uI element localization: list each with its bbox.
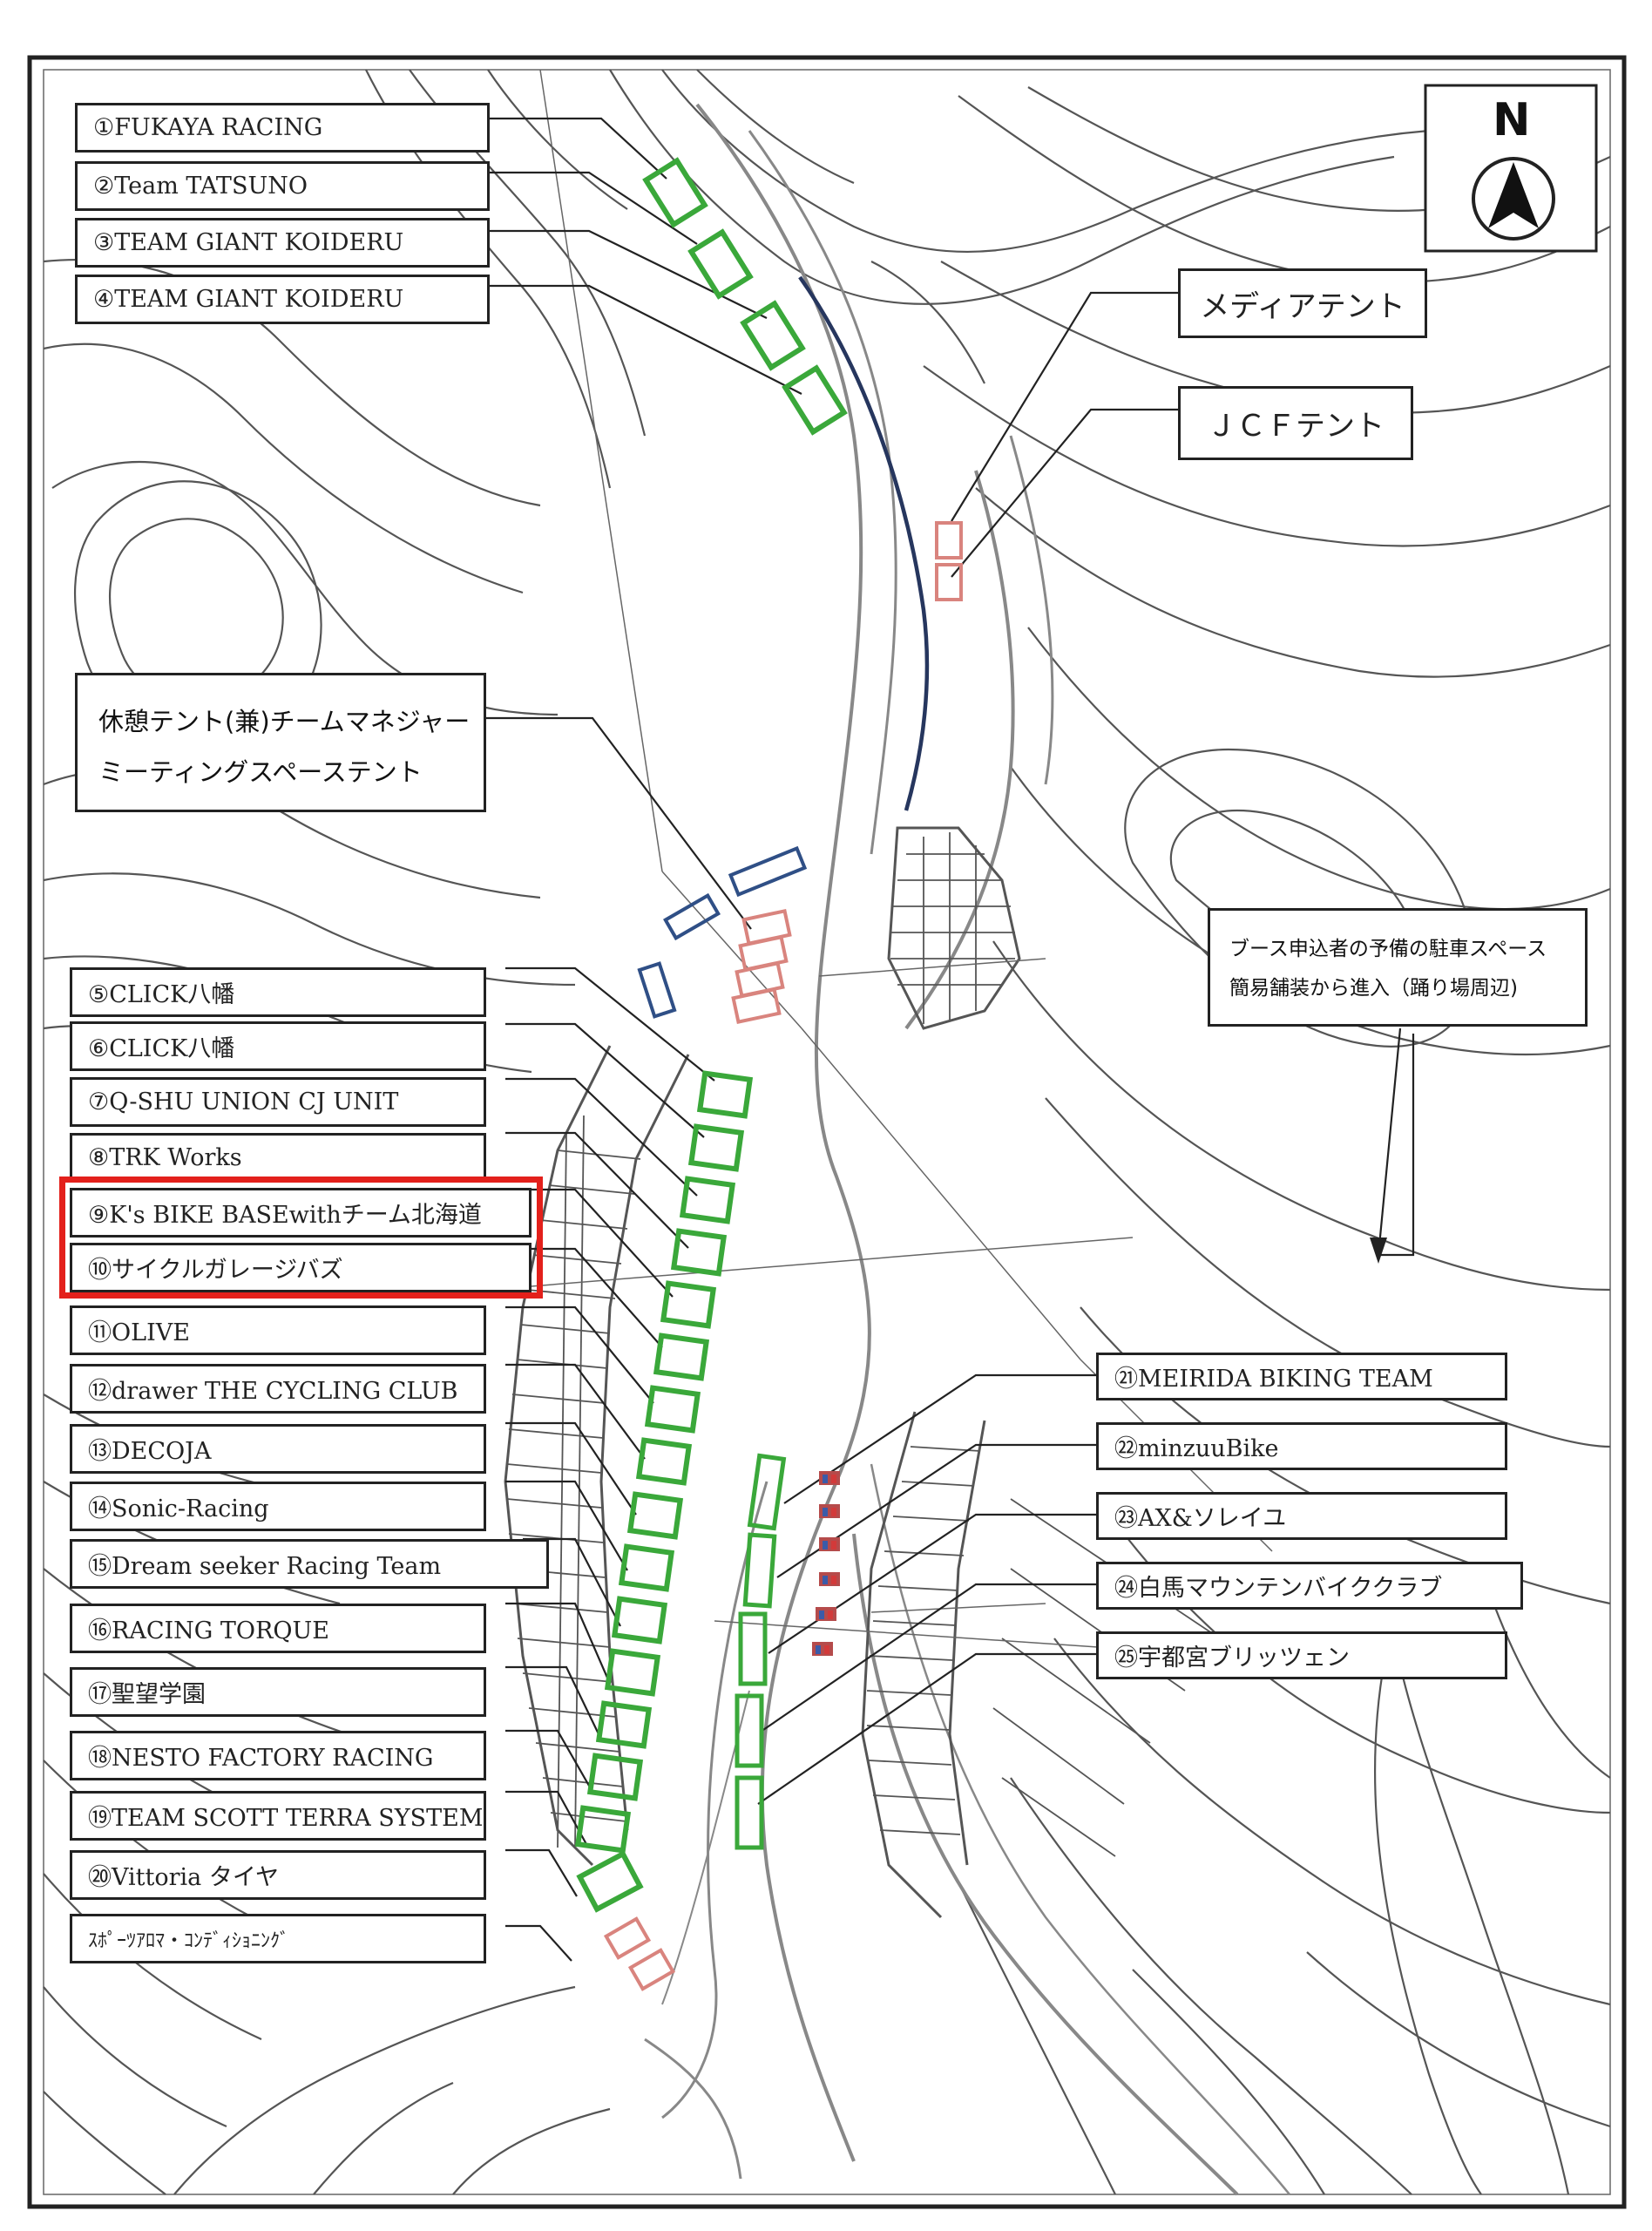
rest-tent-label: 休憩テント(兼)チームマネジャー ミーティングスペーステント bbox=[75, 673, 486, 812]
north-arrow bbox=[1424, 84, 1598, 253]
parking-arrow-head bbox=[1370, 1238, 1387, 1264]
team-label-2: ②Team TATSUNO bbox=[75, 161, 490, 211]
team-label-7: ⑦Q-SHU UNION CJ UNIT bbox=[70, 1077, 486, 1127]
toilet-icon bbox=[816, 1607, 836, 1621]
team-label-1: ①FUKAYA RACING bbox=[75, 103, 490, 153]
team-label-16: ⑯RACING TORQUE bbox=[70, 1604, 486, 1653]
toilet-icon bbox=[819, 1537, 840, 1551]
rest-tent-line1: 休憩テント(兼)チームマネジャー bbox=[98, 707, 471, 736]
team-label-3: ③TEAM GIANT KOIDERU bbox=[75, 218, 490, 268]
roads bbox=[644, 103, 1290, 2196]
parking-note-line1: ブース申込者の予備の駐車スペース bbox=[1229, 938, 1547, 960]
team-label-18: ⑱NESTO FACTORY RACING bbox=[70, 1731, 486, 1780]
north-label: N bbox=[1493, 94, 1531, 146]
team-label-11: ⑪OLIVE bbox=[70, 1305, 486, 1355]
team-label-12: ⑫drawer THE CYCLING CLUB bbox=[70, 1364, 486, 1414]
course-tape-blue bbox=[798, 275, 930, 811]
jcf-tent-label: ＪＣＦテント bbox=[1178, 386, 1413, 460]
team-label-9: ⑨K's BIKE BASEwithチーム北海道 bbox=[70, 1188, 531, 1238]
rest-tent-line2: ミーティングスペーステント bbox=[98, 757, 423, 787]
team-label-10: ⑩サイクルガレージバズ bbox=[70, 1243, 531, 1292]
parking-note: ブース申込者の予備の駐車スペース 簡易舗装から進入（踊り場周辺) bbox=[1208, 908, 1588, 1027]
team-label-24-right: ㉔白馬マウンテンバイククラブ bbox=[1096, 1562, 1523, 1610]
map-inner-frame bbox=[43, 69, 1611, 2195]
team-label-21-right: ㉑MEIRIDA BIKING TEAM bbox=[1096, 1353, 1507, 1400]
toilet-icon bbox=[812, 1642, 833, 1656]
team-label-15: ⑮Dream seeker Racing Team bbox=[70, 1539, 549, 1589]
team-label-21: ｽﾎﾟｰﾂｱﾛﾏ・ｺﾝﾃﾞｨｼｮﾆﾝｸﾞ bbox=[70, 1914, 486, 1963]
leader-lines bbox=[486, 117, 1415, 1962]
team-label-14: ⑭Sonic-Racing bbox=[70, 1482, 486, 1531]
highlight-box bbox=[59, 1177, 543, 1299]
tents-blue bbox=[637, 845, 808, 1019]
team-label-23-right: ㉓AX&ソレイユ bbox=[1096, 1492, 1507, 1540]
toilet-icon bbox=[819, 1504, 840, 1518]
team-label-20: ⑳Vittoria タイヤ bbox=[70, 1850, 486, 1900]
toilet-icon bbox=[819, 1572, 840, 1586]
team-label-25-right: ㉕宇都宮ブリッツェン bbox=[1096, 1631, 1507, 1679]
tents-red bbox=[603, 521, 963, 1991]
team-label-6: ⑥CLICK八幡 bbox=[70, 1021, 486, 1071]
toilet-icon bbox=[819, 1471, 840, 1485]
map-frame bbox=[27, 55, 1627, 2209]
team-label-17: ⑰聖望学園 bbox=[70, 1667, 486, 1717]
parking-note-line2: 簡易舗装から進入（踊り場周辺) bbox=[1229, 977, 1518, 1000]
team-label-22-right: ㉒minzuuBike bbox=[1096, 1422, 1507, 1470]
team-label-13: ⑬DECOJA bbox=[70, 1424, 486, 1474]
north-arrow-icon bbox=[1488, 162, 1539, 228]
team-label-5: ⑤CLICK八幡 bbox=[70, 967, 486, 1017]
team-label-4: ④TEAM GIANT KOIDERU bbox=[75, 275, 490, 324]
team-label-8: ⑧TRK Works bbox=[70, 1133, 486, 1183]
media-tent-label: メディアテント bbox=[1178, 268, 1427, 338]
toilet-icons bbox=[812, 1471, 840, 1656]
team-booths-left bbox=[574, 157, 848, 1913]
team-label-19: ⑲TEAM SCOTT TERRA SYSTEM bbox=[70, 1791, 486, 1841]
team-booths-right bbox=[735, 1453, 787, 1850]
